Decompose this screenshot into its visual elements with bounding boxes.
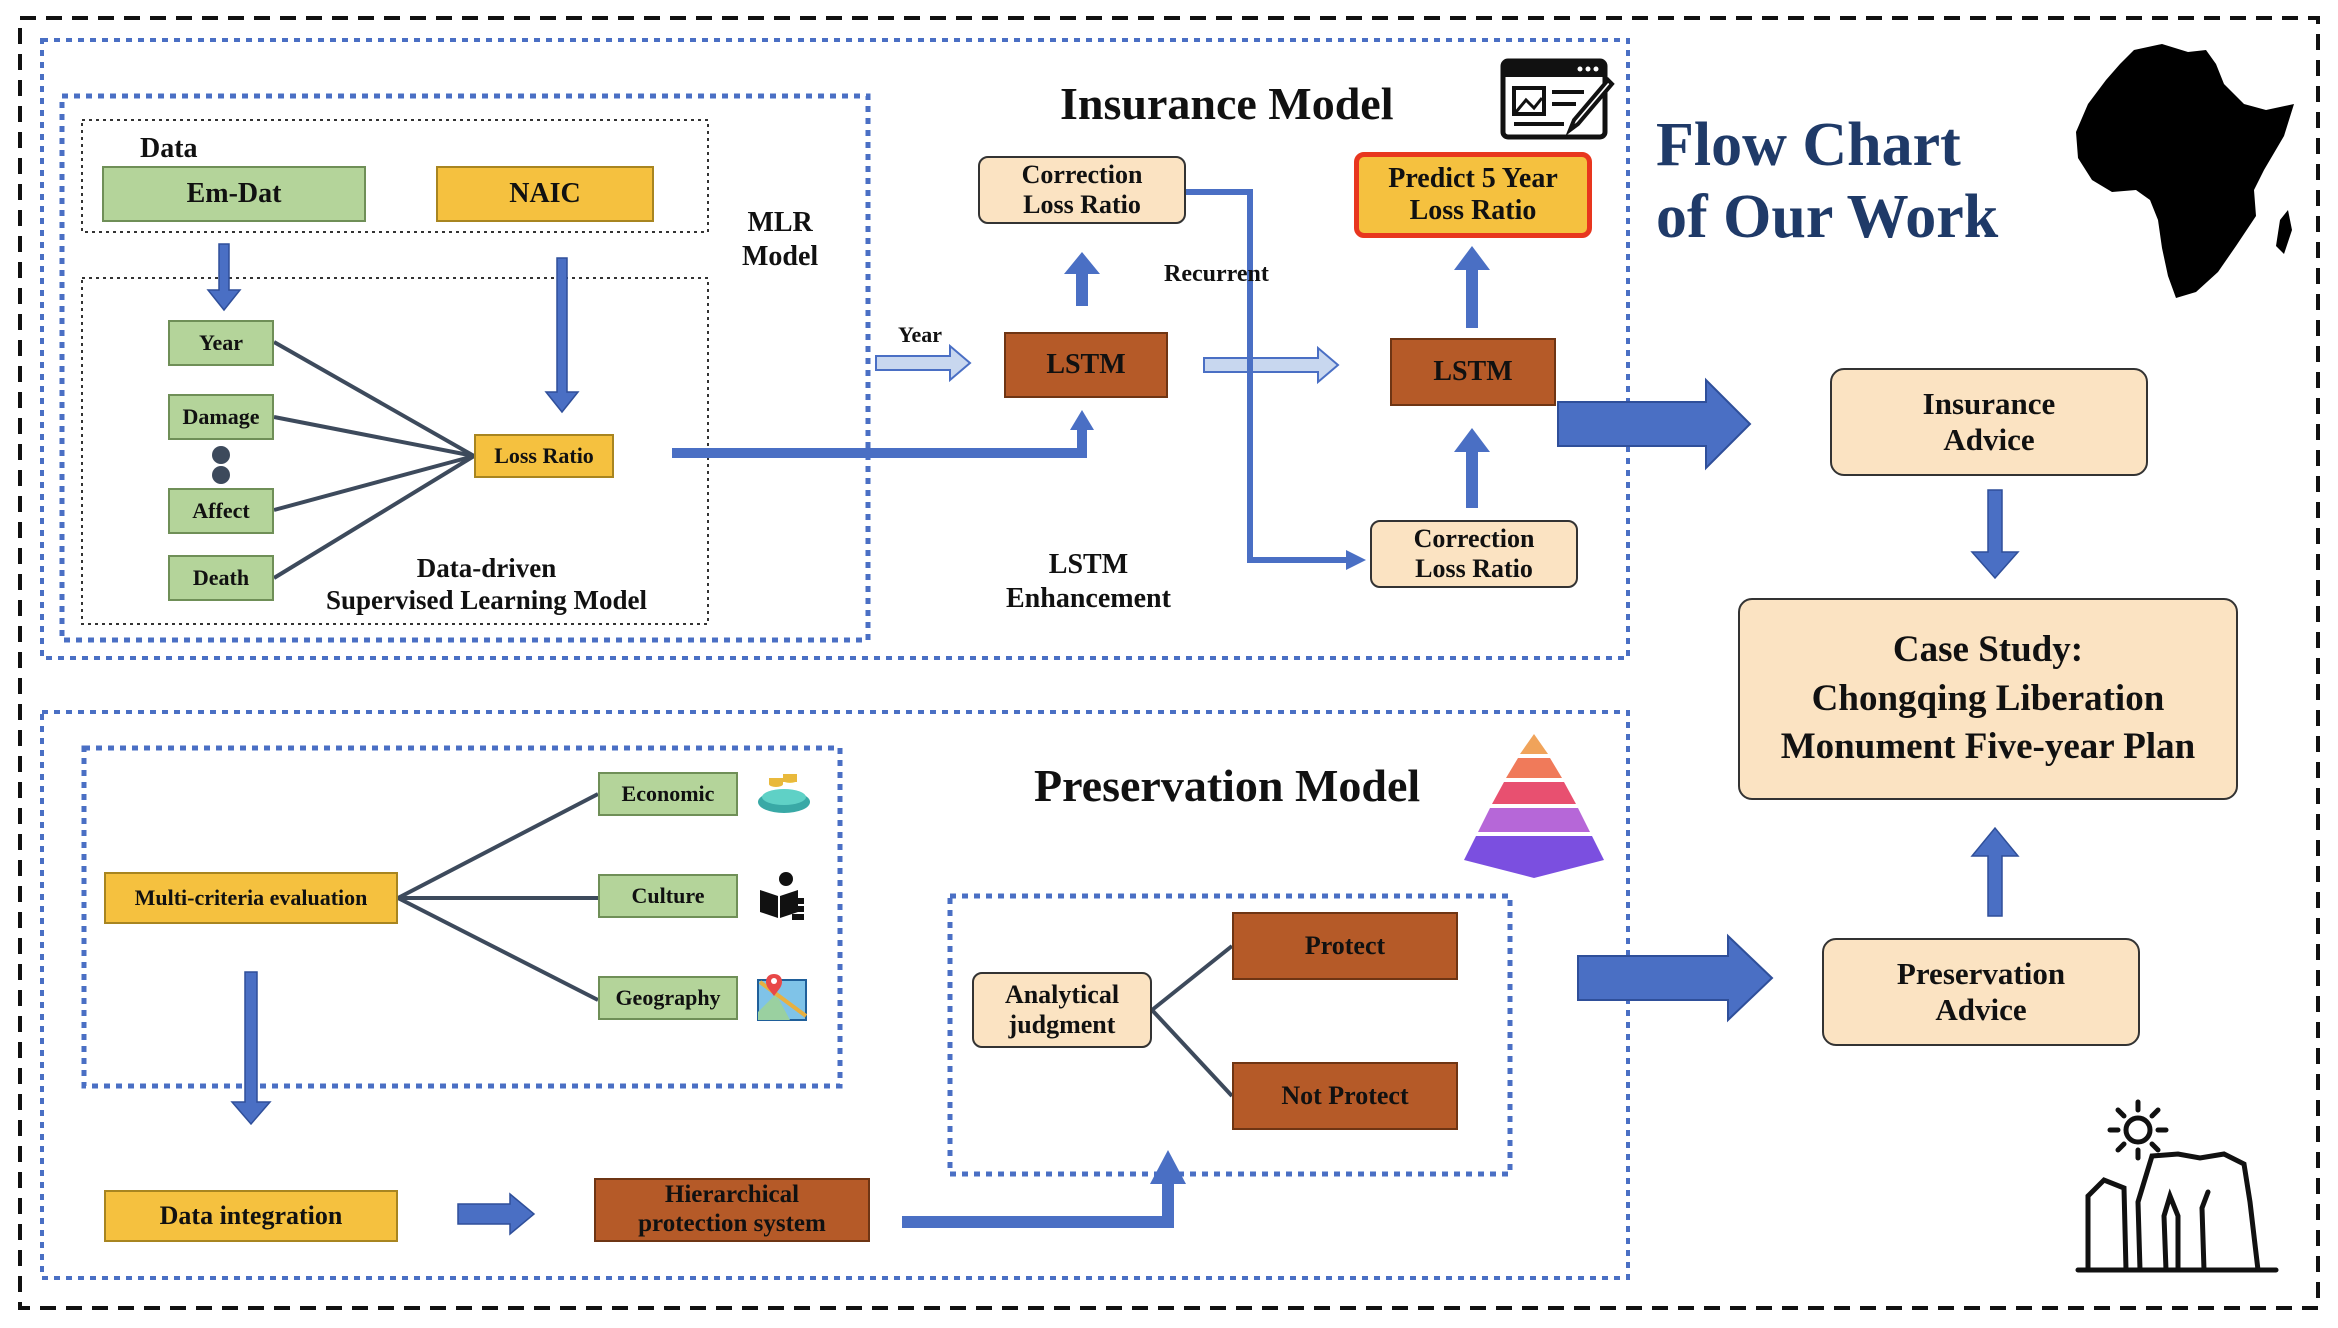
analytical-line1: Analytical xyxy=(1004,980,1120,1010)
predict-line1: Predict 5 Year xyxy=(1388,162,1558,194)
data-label: Data xyxy=(140,133,198,164)
case-study-line2: Chongqing Liberation xyxy=(1811,677,2165,719)
case-study-line3: Monument Five-year Plan xyxy=(1780,726,2196,768)
geography-node: Geography xyxy=(598,976,738,1020)
em-dat-node: Em-Dat xyxy=(102,166,366,222)
damage-node: Damage xyxy=(168,394,274,440)
analytical-line2: judgment xyxy=(1008,1010,1116,1039)
correction2-line1: Correction xyxy=(1413,524,1535,554)
ellipsis-dot xyxy=(212,466,230,484)
multi-criteria-node: Multi-criteria evaluation xyxy=(104,872,398,924)
criteria-frame xyxy=(81,745,843,1089)
predict-line2: Loss Ratio xyxy=(1409,195,1537,226)
supervised-line2: Supervised Learning Model xyxy=(326,585,648,616)
naic-node: NAIC xyxy=(436,166,654,222)
mlr-line2: Model xyxy=(742,240,819,272)
loss-ratio-node: Loss Ratio xyxy=(474,434,614,478)
culture-icon xyxy=(760,872,804,920)
outer-frame xyxy=(18,16,2320,1310)
supervised-line1: Data-driven xyxy=(416,553,557,583)
africa-map-icon xyxy=(2076,44,2294,298)
enhancement-line1: LSTM xyxy=(1048,549,1129,580)
year-arrow-label: Year xyxy=(898,322,942,347)
monument-icon xyxy=(2075,1099,2279,1273)
preservation-advice-line1: Preservation xyxy=(1896,956,2066,992)
pyramid-icon xyxy=(1464,734,1604,878)
document-edit-icon xyxy=(1500,58,1615,140)
year-node: Year xyxy=(168,320,274,366)
affect-node: Affect xyxy=(168,488,274,534)
correction1-line2: Loss Ratio xyxy=(1023,190,1141,219)
correction1-line1: Correction xyxy=(1021,160,1143,190)
judgment-frame xyxy=(947,893,1513,1177)
mlr-model-label: MLR Model xyxy=(742,206,818,273)
data-integration-node: Data integration xyxy=(104,1190,398,1242)
insurance-model-heading: Insurance Model xyxy=(1060,78,1394,129)
hierarchical-line2: protection system xyxy=(638,1210,826,1237)
preservation-advice-line2: Advice xyxy=(1935,992,2027,1027)
mlr-line1: MLR xyxy=(747,207,813,238)
protect-node: Protect xyxy=(1232,912,1458,980)
mlr-frame xyxy=(59,93,871,643)
insurance-frame xyxy=(40,38,1630,660)
preservation-frame xyxy=(40,710,1630,1280)
lstm-node-1: LSTM xyxy=(1004,332,1168,398)
supervised-label: Data-driven Supervised Learning Model xyxy=(326,552,647,617)
insurance-advice-line1: Insurance xyxy=(1922,386,2056,422)
ellipsis-dot xyxy=(212,446,230,464)
economic-icon xyxy=(758,774,810,813)
data-frame xyxy=(81,119,709,233)
main-title-line1: Flow Chart xyxy=(1656,111,1961,179)
preservation-model-heading: Preservation Model xyxy=(1034,760,1421,811)
not-protect-node: Not Protect xyxy=(1232,1062,1458,1130)
insurance-advice-line2: Advice xyxy=(1943,422,2035,457)
death-node: Death xyxy=(168,555,274,601)
recurrent-label: Recurrent xyxy=(1164,261,1269,287)
culture-node: Culture xyxy=(598,874,738,918)
hierarchical-line1: Hierarchical xyxy=(664,1181,800,1209)
correction2-line2: Loss Ratio xyxy=(1415,554,1533,583)
case-study-line1: Case Study: xyxy=(1892,628,2084,670)
main-title-line2: of Our Work xyxy=(1656,183,1999,251)
economic-node: Economic xyxy=(598,772,738,816)
enhancement-line2: Enhancement xyxy=(1006,582,1171,614)
lstm-node-2: LSTM xyxy=(1390,338,1556,406)
lstm-enhancement-label: LSTM Enhancement xyxy=(1006,548,1171,615)
geography-icon xyxy=(757,974,808,1021)
